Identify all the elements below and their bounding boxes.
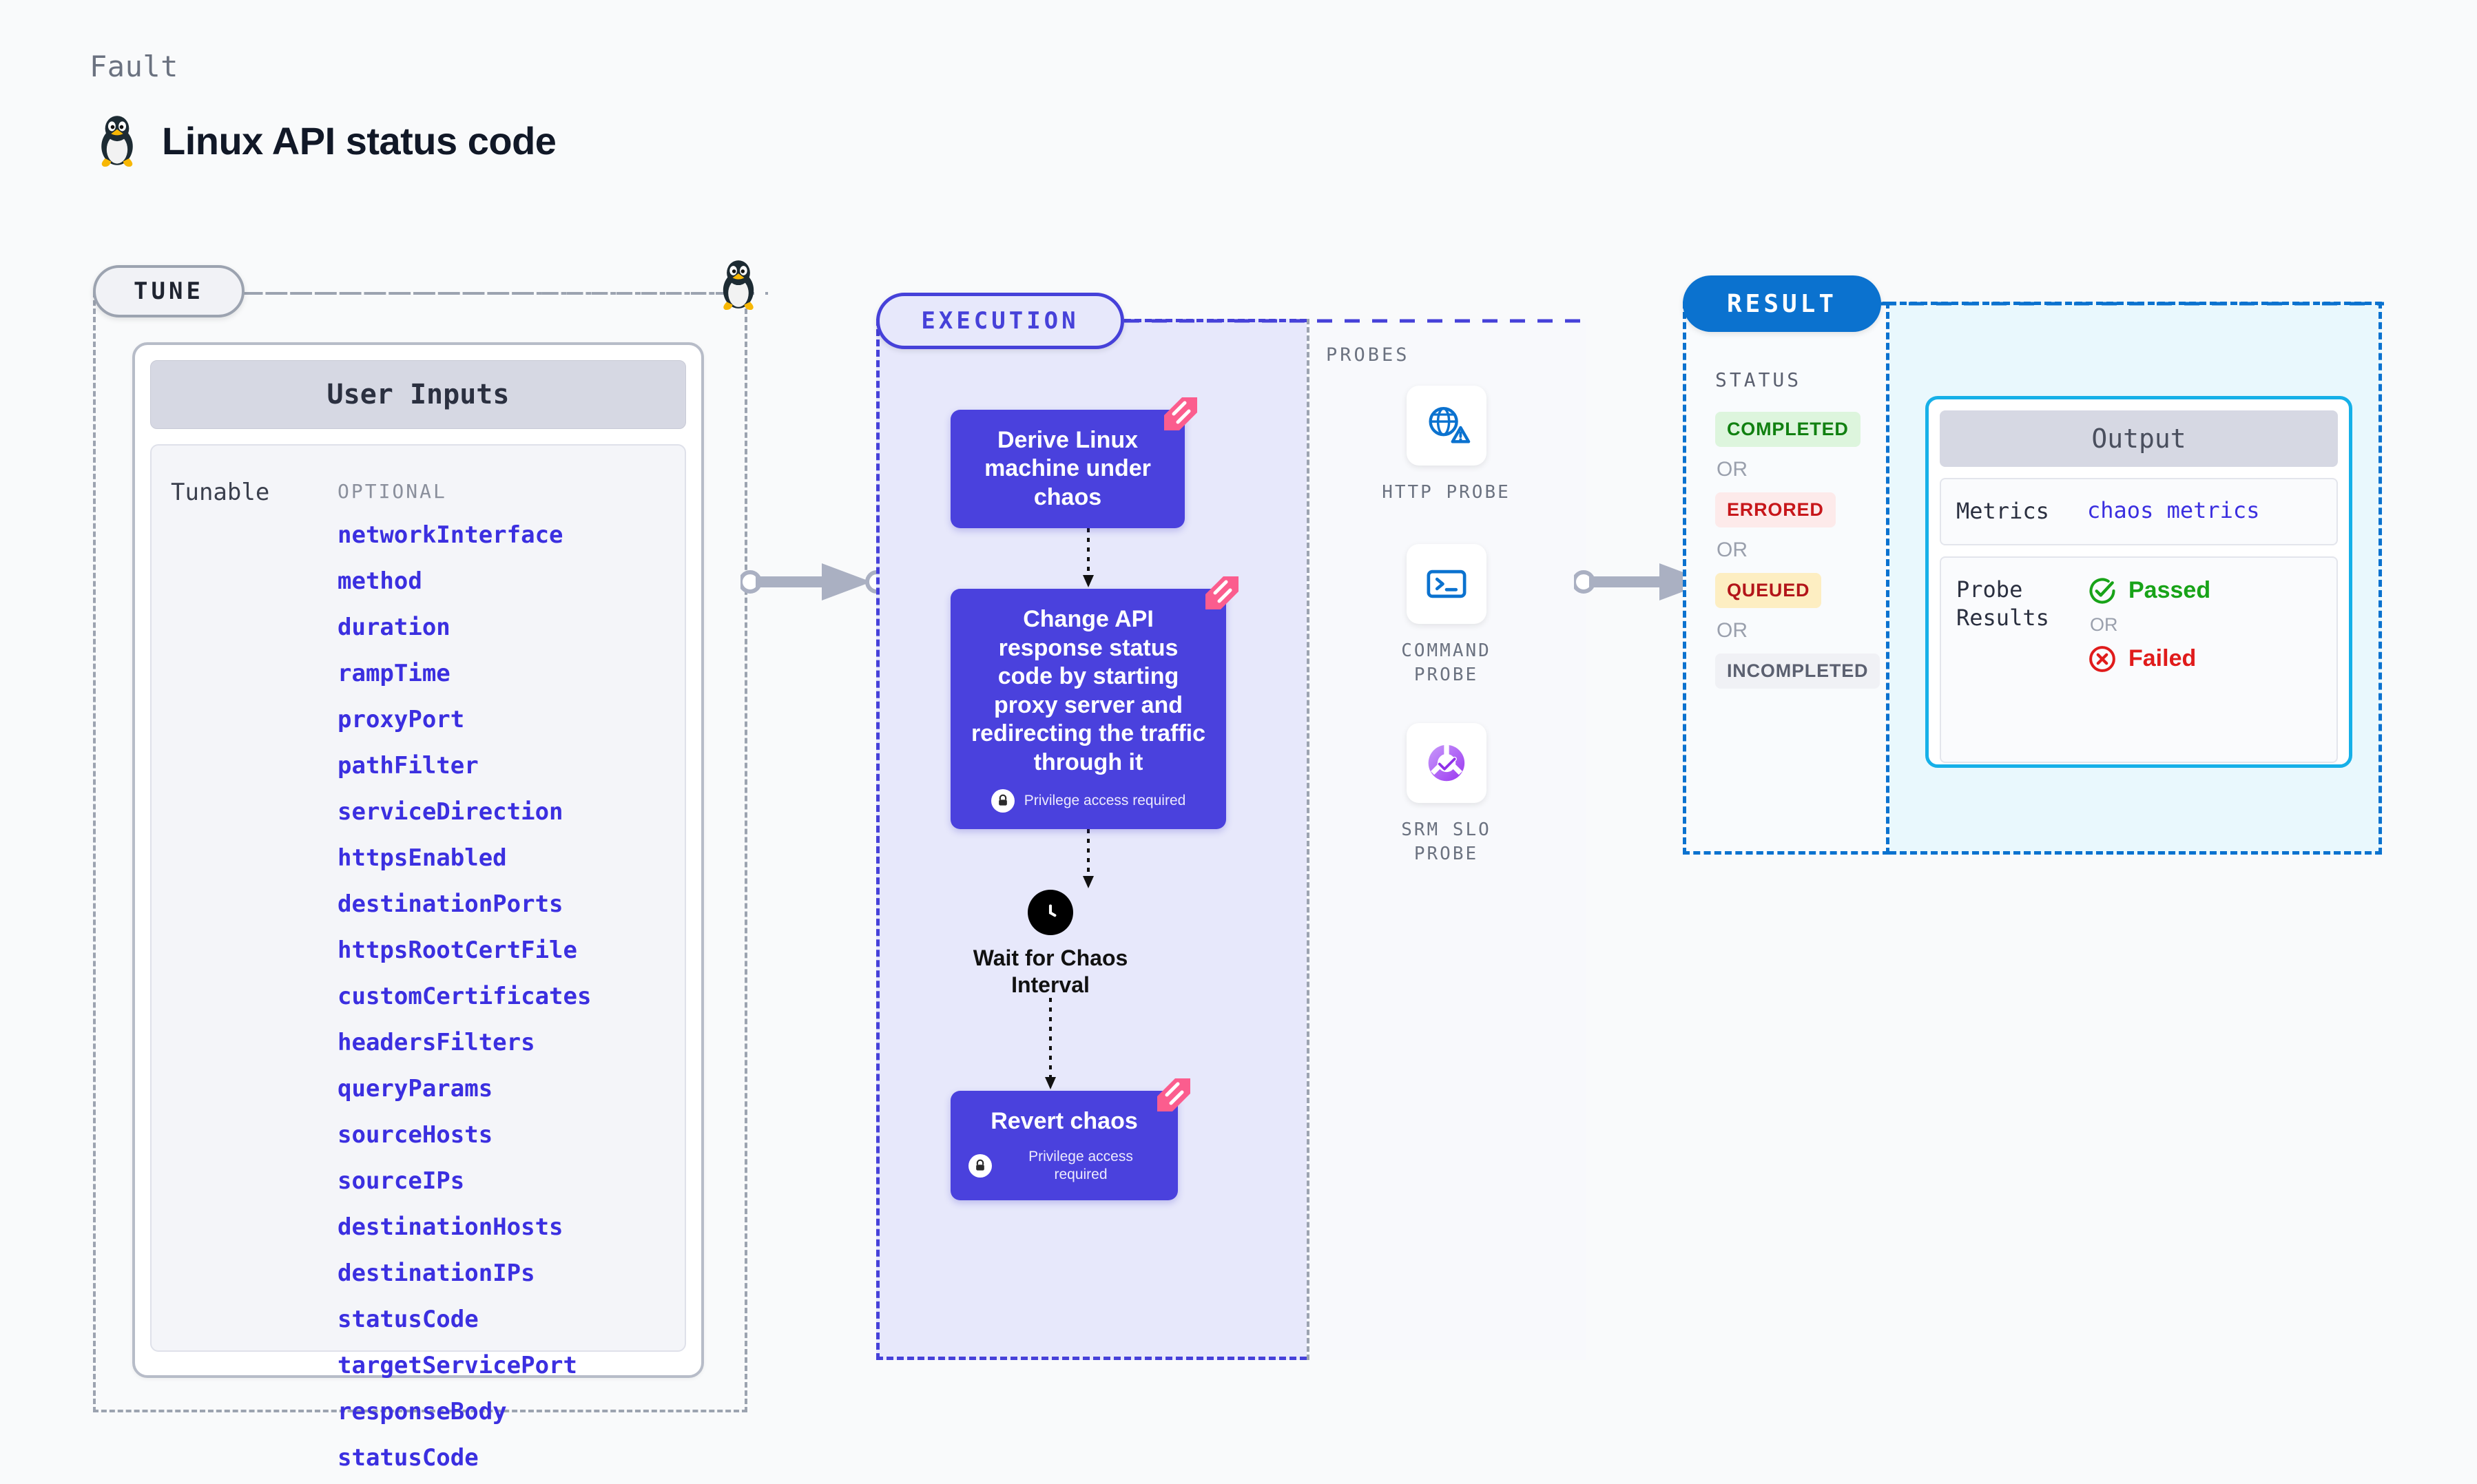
connector-tune-to-execution [740, 563, 889, 600]
tunable-item[interactable]: pathFilter [338, 752, 479, 780]
passed-label: Passed [2128, 577, 2211, 604]
tunable-item[interactable]: httpsRootCertFile [338, 937, 577, 964]
result-badge: RESULT [1683, 275, 1881, 332]
tunable-item[interactable]: sourceHosts [338, 1121, 493, 1149]
result-top-dashed-line [1881, 302, 2384, 306]
status-or-label: OR [1717, 539, 1748, 561]
wait-label: Wait for Chaos Interval [973, 945, 1128, 997]
tunable-item[interactable]: targetServicePort [338, 1352, 577, 1379]
clock-icon [1028, 890, 1073, 936]
tunable-item[interactable]: queryParams [338, 1075, 493, 1102]
execution-badge: EXECUTION [876, 293, 1124, 349]
probes-title: PROBES [1326, 344, 1410, 366]
optional-label: OPTIONAL [338, 480, 447, 503]
tunable-item[interactable]: destinationIPs [338, 1260, 535, 1287]
execution-step-change-status-code[interactable]: Change API response status code by start… [951, 576, 1238, 830]
tunable-list: OPTIONAL networkInterface method duratio… [338, 463, 685, 1470]
execution-step-wait-interval: Wait for Chaos Interval [951, 890, 1150, 998]
page-title-row: Linux API status code [93, 114, 557, 167]
slo-donut-check-icon [1406, 723, 1486, 803]
probe-http[interactable]: HTTP PROBE [1372, 386, 1520, 505]
flow-arrow [951, 829, 1226, 890]
check-circle-icon [2089, 578, 2115, 604]
status-badge-errored: ERRORED [1715, 492, 1836, 527]
tunable-item[interactable]: method [338, 567, 422, 595]
tunable-box: Tunable OPTIONAL networkInterface method… [150, 444, 686, 1470]
probe-result-passed: Passed [2087, 576, 2321, 606]
tunable-item[interactable]: serviceDirection [338, 798, 563, 826]
probe-caption: HTTP PROBE [1382, 482, 1511, 503]
globe-warning-icon [1406, 386, 1486, 466]
probe-result-failed: Failed [2087, 644, 2321, 674]
lock-icon [968, 1154, 992, 1178]
status-or-label: OR [1717, 619, 1748, 642]
probe-results-values: Passed OR Failed [2087, 576, 2321, 744]
linux-tux-penguin-icon [101, 116, 133, 167]
probe-result-or-label: OR [2090, 614, 2118, 635]
status-title: STATUS [1715, 368, 1802, 391]
probe-srm-slo[interactable]: SRM SLO PROBE [1372, 723, 1520, 866]
tunable-item[interactable]: networkInterface [338, 521, 563, 549]
privilege-label: Privilege access required [1028, 1149, 1133, 1183]
tune-badge: TUNE [93, 265, 245, 317]
probe-caption: SRM SLO PROBE [1401, 819, 1491, 865]
user-inputs-header: User Inputs [150, 360, 686, 429]
failed-label: Failed [2128, 645, 2197, 672]
x-circle-icon [2089, 645, 2115, 672]
privilege-note: Privilege access required [968, 1148, 1160, 1183]
execution-flow: Derive Linux machine under chaos Change … [951, 397, 1238, 1200]
tunable-item[interactable]: duration [338, 614, 450, 641]
tunable-item[interactable]: sourceIPs [338, 1167, 465, 1195]
output-card: Output Metrics chaos metrics Probe Resul… [1925, 396, 2352, 768]
tunable-item[interactable]: statusCode [338, 1444, 479, 1472]
metrics-key: Metrics [1956, 498, 2049, 524]
flow-arrow [951, 528, 1226, 589]
execution-top-dashed-line [1124, 319, 1589, 323]
tunable-item[interactable]: proxyPort [338, 706, 465, 733]
tune-top-dashed-line [245, 292, 768, 295]
output-probe-results-row: Probe Results Passed OR Failed [1940, 556, 2338, 763]
privilege-note: Privilege access required [968, 789, 1208, 813]
harness-chaos-marker-icon [1164, 397, 1197, 430]
tunable-item[interactable]: destinationHosts [338, 1213, 563, 1241]
lock-icon [991, 789, 1015, 813]
tunable-item[interactable]: destinationPorts [338, 890, 563, 918]
harness-chaos-marker-icon [1157, 1078, 1190, 1111]
status-badge-completed: COMPLETED [1715, 412, 1861, 447]
execution-step-derive-machine[interactable]: Derive Linux machine under chaos [951, 397, 1197, 529]
status-or-label: OR [1717, 458, 1748, 481]
output-title: Output [1940, 410, 2338, 467]
probe-command[interactable]: COMMAND PROBE [1372, 544, 1520, 687]
execution-step-label: Derive Linux machine under chaos [984, 427, 1151, 510]
execution-step-label: Change API response status code by start… [971, 606, 1206, 775]
tunable-item[interactable]: statusCode [338, 1306, 479, 1333]
fault-kicker: Fault [90, 50, 178, 83]
status-badge-queued: QUEUED [1715, 573, 1822, 608]
flow-arrow [951, 998, 1150, 1091]
status-badge-incompleted: INCOMPLETED [1715, 654, 1880, 689]
execution-step-revert-chaos[interactable]: Revert chaos Privilege access required [951, 1078, 1190, 1200]
harness-chaos-marker-icon [1205, 576, 1238, 610]
privilege-label: Privilege access required [1024, 793, 1186, 809]
status-list: COMPLETED OR ERRORED OR QUEUED OR INCOMP… [1715, 412, 1880, 689]
probes-section-container [1307, 319, 1586, 1360]
probe-results-key: Probe Results [1956, 576, 2049, 631]
user-inputs-card: User Inputs Tunable OPTIONAL networkInte… [132, 342, 704, 1470]
output-metrics-row: Metrics chaos metrics [1940, 478, 2338, 545]
terminal-prompt-icon [1406, 544, 1486, 624]
tune-linux-tux-penguin-icon [723, 260, 754, 311]
tunable-label: Tunable [171, 479, 270, 506]
page-title: Linux API status code [162, 118, 557, 163]
tunable-item[interactable]: httpsEnabled [338, 844, 507, 872]
tunable-item[interactable]: responseBody [338, 1398, 507, 1425]
tunable-item[interactable]: rampTime [338, 660, 450, 687]
execution-step-label: Revert chaos [991, 1108, 1138, 1134]
probe-caption: COMMAND PROBE [1401, 640, 1491, 686]
metrics-value[interactable]: chaos metrics [2087, 497, 2260, 523]
tunable-item[interactable]: headersFilters [338, 1029, 535, 1056]
tunable-item[interactable]: customCertificates [338, 983, 592, 1010]
